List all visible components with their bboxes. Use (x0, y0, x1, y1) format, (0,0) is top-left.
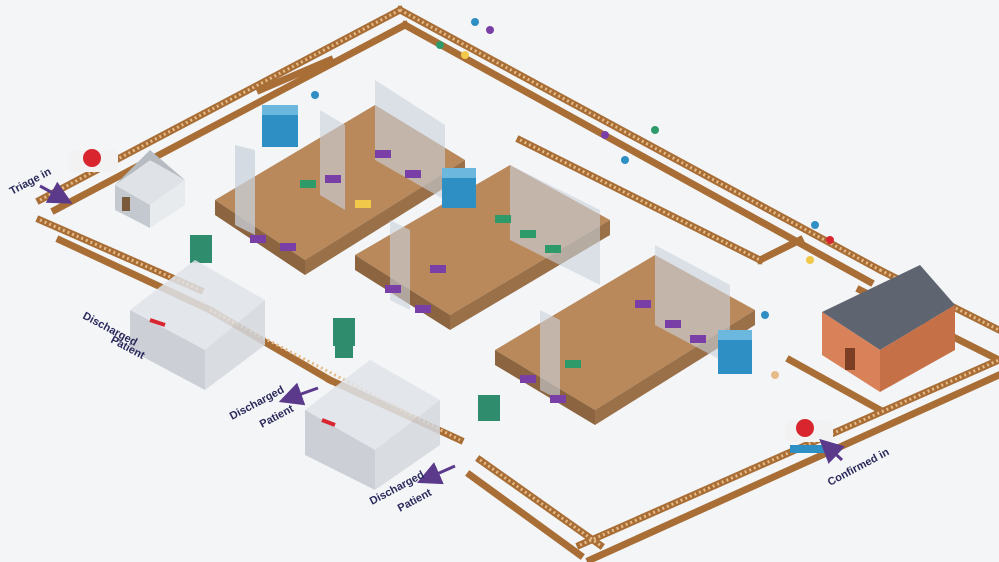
discharge-tent-2 (305, 360, 440, 490)
water-tank-1 (262, 105, 298, 147)
water-tank-2 (442, 168, 476, 208)
confirmed-arrow (819, 438, 845, 464)
people (311, 18, 834, 379)
ambulance-confirmed (785, 419, 838, 453)
patient-label-2: Patient (258, 403, 296, 431)
ward-3 (495, 245, 755, 425)
ambulance-triage (68, 149, 118, 172)
flow-arrows (39, 181, 845, 485)
triage-arrow (39, 181, 73, 204)
discharge-arrow-1 (278, 382, 319, 406)
water-tank-3 (718, 330, 752, 374)
waste-bins (190, 235, 500, 421)
discharge-arrow-2 (417, 462, 456, 485)
storage-building (822, 265, 955, 392)
beds (250, 150, 706, 403)
discharge-tent-1 (130, 260, 265, 390)
triage-tent (115, 150, 185, 228)
